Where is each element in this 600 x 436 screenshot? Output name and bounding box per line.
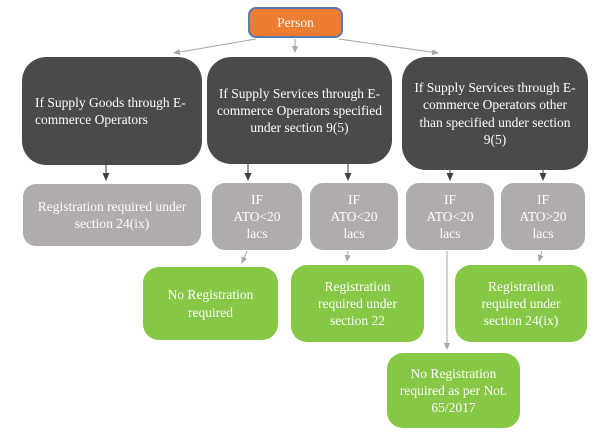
node-cond-ato-below-20-b: IF ATO<20 lacs [310,183,398,250]
node-outcome-no-registration: No Registration required [143,267,278,340]
node-goods-registration-24ix: Registration required under section 24(i… [23,184,201,246]
node-branch-services-specified-9-5: If Supply Services through E-commerce Op… [207,57,392,164]
node-person: Person [248,7,343,38]
node-cond-ato-below-20-a: IF ATO<20 lacs [212,183,302,250]
arrow-cond-a-to-no-registration [241,250,248,264]
node-outcome-section-24ix: Registration required under section 24(i… [455,265,587,342]
node-outcome-not-65-2017: No Registration required as per Not. 65/… [387,353,520,428]
node-cond-ato-below-20-c: IF ATO<20 lacs [406,183,494,250]
node-branch-services-other-than-9-5: If Supply Services through E-commerce Op… [402,57,588,170]
node-outcome-section-22: Registration required under section 22 [291,265,424,342]
arrow-cond-b-to-section22 [344,250,351,262]
node-branch-supply-goods: If Supply Goods through E-commerce Opera… [22,57,202,165]
arrow-person-to-branch-other [338,38,439,56]
arrow-person-to-branch-goods [173,38,257,55]
node-cond-ato-above-20: IF ATO>20 lacs [501,183,585,250]
arrow-cond-above20-to-section24ix [537,250,544,262]
